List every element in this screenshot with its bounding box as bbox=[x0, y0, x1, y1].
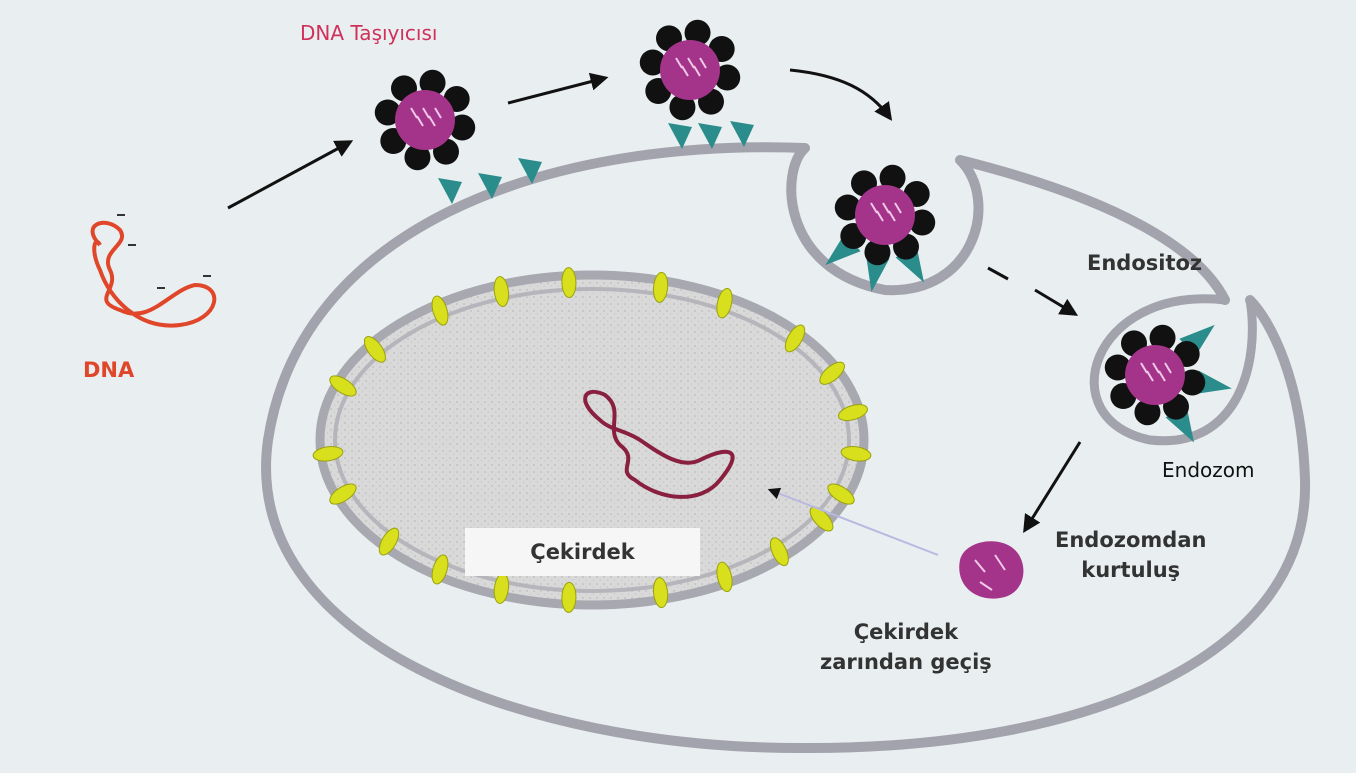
nuclear-pore bbox=[431, 295, 449, 326]
dna-charges bbox=[117, 214, 211, 289]
carrier-core bbox=[660, 40, 720, 100]
receptor-icon bbox=[478, 173, 502, 199]
carrier-bead bbox=[1134, 399, 1161, 426]
carrier-bead bbox=[1179, 369, 1206, 396]
nuclear-pore bbox=[652, 577, 669, 609]
carrier-bead bbox=[834, 194, 861, 221]
nuclear-pore bbox=[716, 287, 733, 319]
released-complex-texture bbox=[974, 554, 1006, 591]
nuclear-pore bbox=[378, 527, 400, 556]
dna-carrier-internalizing bbox=[825, 164, 936, 292]
endosome-label: Endozom bbox=[1162, 458, 1255, 482]
carrier-core bbox=[1125, 345, 1185, 405]
nuclear-dna bbox=[583, 389, 735, 499]
nuclear-pore bbox=[827, 483, 855, 505]
nuclear-pore bbox=[312, 446, 344, 462]
receptor-icon bbox=[438, 178, 462, 204]
receptor-icon bbox=[668, 123, 692, 149]
receptor-icon bbox=[698, 123, 722, 149]
nuclear-pore bbox=[329, 483, 357, 505]
carrier-label: DNA Taşıyıcısı bbox=[300, 21, 438, 45]
carrier-bead bbox=[639, 49, 666, 76]
receptor-icon bbox=[518, 158, 542, 184]
nuclear-pore bbox=[363, 336, 386, 363]
endocytosis-label: Endositoz bbox=[1087, 251, 1203, 275]
dna-carrier-bound bbox=[639, 19, 741, 121]
nuclear-entry-line1: Çekirdek bbox=[853, 620, 959, 644]
dna-strand bbox=[90, 220, 217, 328]
endosome-membrane bbox=[1089, 294, 1257, 446]
nuclear-entry-arrow bbox=[767, 487, 939, 556]
nuclear-pore bbox=[809, 506, 834, 532]
nucleus-label: Çekirdek bbox=[530, 540, 635, 564]
carrier-bead bbox=[864, 239, 891, 266]
nuclear-pore bbox=[652, 271, 669, 303]
carrier-bead bbox=[879, 164, 906, 191]
dna-carrier-extracellular bbox=[374, 69, 476, 171]
carrier-bead bbox=[374, 99, 401, 126]
carrier-bead bbox=[669, 94, 696, 121]
nuclear-pore bbox=[561, 267, 577, 299]
nucleus-inner-membrane bbox=[333, 287, 851, 593]
carrier-bead bbox=[1149, 324, 1176, 351]
carrier-bead bbox=[1104, 354, 1131, 381]
nucleus-label-box: Çekirdek bbox=[465, 528, 700, 576]
receptors bbox=[438, 121, 754, 204]
nuclear-entry-label: Çekirdek zarından geçiş bbox=[820, 617, 992, 677]
nuclear-pore bbox=[784, 324, 806, 353]
nuclear-pore bbox=[769, 537, 789, 567]
endosome-escape-line2: kurtuluş bbox=[1081, 558, 1181, 582]
endosome-escape-label: Endozomdan kurtuluş bbox=[1055, 525, 1206, 585]
nuclear-pore bbox=[329, 375, 357, 397]
carrier-bead bbox=[404, 144, 431, 171]
nuclear-pore bbox=[840, 446, 872, 462]
carrier-bead bbox=[449, 114, 476, 141]
cell-membrane bbox=[261, 142, 1311, 754]
nuclear-pores bbox=[312, 267, 872, 613]
carrier-bead bbox=[419, 69, 446, 96]
nuclear-pore bbox=[819, 361, 845, 385]
nuclear-pore bbox=[837, 404, 868, 422]
nuclear-entry-line2: zarından geçiş bbox=[820, 650, 992, 674]
endosome-escape-line1: Endozomdan bbox=[1055, 528, 1207, 552]
carrier-core bbox=[395, 90, 455, 150]
pathway-arrows bbox=[227, 68, 1082, 534]
nuclear-pore bbox=[431, 554, 449, 585]
carrier-bead bbox=[684, 19, 711, 46]
nucleus bbox=[315, 270, 869, 610]
released-dna-complex bbox=[959, 541, 1024, 599]
carrier-bead bbox=[909, 209, 936, 236]
dna-carrier-endosome bbox=[1104, 324, 1232, 443]
nuclear-pore bbox=[561, 581, 577, 613]
receptor-icon bbox=[730, 121, 754, 147]
carrier-bead bbox=[714, 64, 741, 91]
carrier-core bbox=[855, 185, 915, 245]
nuclear-pore bbox=[493, 276, 510, 307]
nuclear-pore bbox=[716, 561, 733, 593]
dna-label: DNA bbox=[83, 358, 135, 382]
